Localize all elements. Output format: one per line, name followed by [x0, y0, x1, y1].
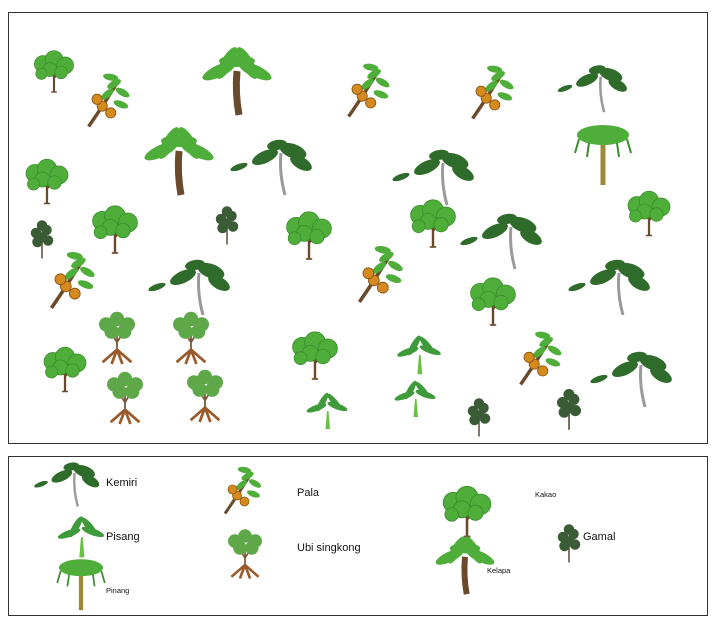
kemiri-plant-9 [392, 148, 477, 205]
kemiri-plant-21 [568, 258, 653, 315]
legend-label-kelapa: Kelapa [487, 566, 510, 575]
legend-kakao-icon [443, 486, 491, 536]
legend-label-pala: Pala [297, 487, 319, 499]
gamal-plant-11 [31, 220, 54, 258]
legend-label-pisang: Pisang [106, 531, 140, 543]
legend-kemiri-icon [33, 461, 101, 506]
kemiri-plant-5 [557, 64, 629, 112]
planting-map [9, 13, 709, 445]
legend-label-gamal: Gamal [583, 531, 615, 543]
pala-plant-18 [51, 251, 96, 308]
pisang-plant-33 [394, 379, 437, 417]
pisang-plant-32 [306, 391, 349, 429]
ubi-plant-31 [187, 370, 223, 422]
kakao-plant-14 [287, 212, 332, 259]
gamal-plant-34 [468, 398, 491, 436]
pinang-plant-10 [575, 125, 631, 185]
legend-label-pinang: Pinang [106, 586, 129, 595]
kelapa-plant-2 [200, 44, 274, 115]
legend-pala-icon [225, 466, 262, 514]
kelapa-plant-7 [142, 124, 216, 195]
kemiri-plant-8 [230, 138, 315, 195]
kakao-plant-6 [26, 159, 68, 203]
ubi-plant-24 [173, 312, 209, 364]
kakao-plant-12 [93, 206, 138, 253]
legend-kelapa-icon [434, 534, 497, 594]
legend-gamal-icon [558, 524, 581, 562]
kakao-plant-26 [293, 332, 338, 379]
legend-pinang-icon [57, 559, 105, 610]
pala-plant-4 [473, 65, 515, 119]
ubi-plant-23 [99, 312, 135, 364]
kakao-plant-22 [471, 278, 516, 325]
planting-map-panel [8, 12, 708, 444]
pala-plant-3 [349, 63, 391, 117]
kakao-plant-15 [411, 200, 456, 247]
kakao-plant-25 [44, 347, 86, 391]
legend-label-kemiri: Kemiri [106, 477, 137, 489]
kemiri-plant-16 [460, 212, 545, 269]
legend-label-kakao: Kakao [535, 490, 556, 499]
legend-label-ubi-singkong: Ubi singkong [297, 542, 361, 554]
legend-ubi-icon [228, 529, 262, 578]
legend-panel: Kemiri Pala Kakao Pisang Ubi singkong Ga… [8, 456, 708, 616]
pala-plant-1 [89, 73, 131, 127]
legend-pisang-icon [57, 515, 105, 558]
kakao-plant-17 [628, 191, 670, 235]
pala-plant-28 [521, 331, 563, 385]
ubi-plant-30 [107, 372, 143, 424]
kakao-plant-0 [34, 51, 73, 92]
kemiri-plant-19 [148, 258, 233, 315]
pala-plant-20 [359, 245, 404, 302]
kemiri-plant-29 [590, 350, 675, 407]
pisang-plant-27 [396, 334, 442, 374]
gamal-plant-35 [557, 389, 581, 430]
gamal-plant-13 [216, 206, 239, 244]
